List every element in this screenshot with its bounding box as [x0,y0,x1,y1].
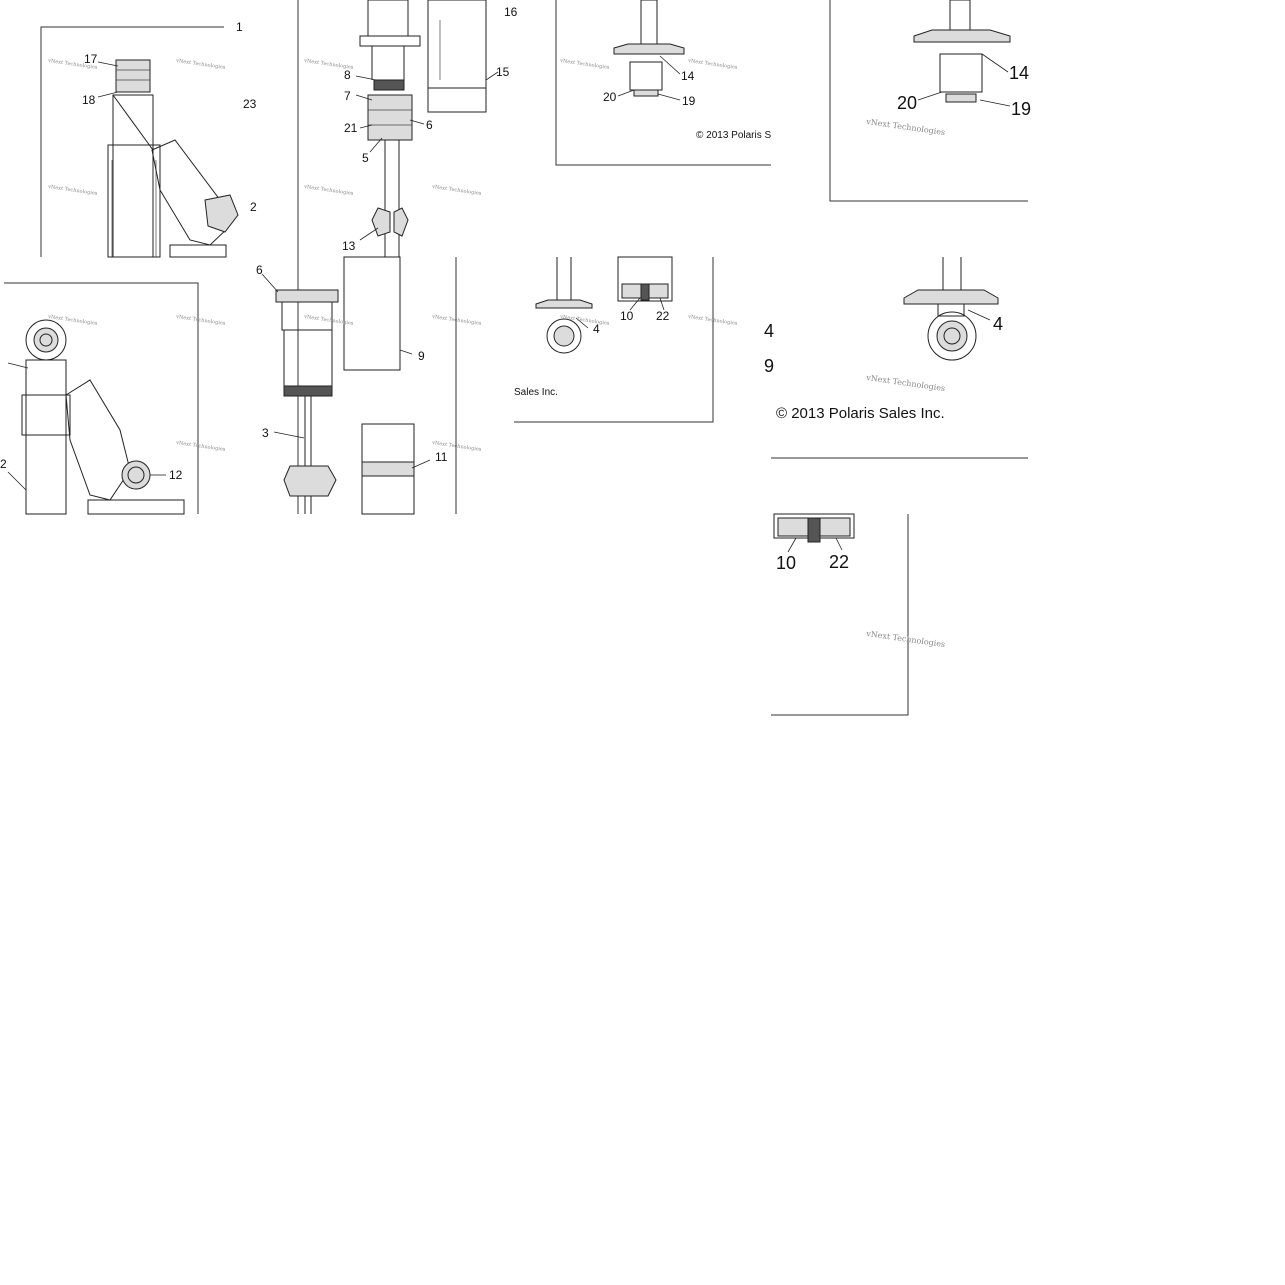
watermark-text: vNext Technologies [175,58,226,71]
callout-14-large: 14 [1009,63,1029,83]
callout-19-large: 19 [1011,99,1031,119]
callout-6-lower: 6 [256,263,263,277]
callout-7: 7 [344,89,351,103]
tile-top-mount-small [555,0,771,166]
callout-22-large: 22 [829,552,849,572]
callout-17: 17 [84,52,98,66]
callout-23: 23 [243,97,257,111]
watermark-text: vNext Technologies [47,184,98,197]
callout-4-large: 4 [993,314,1003,334]
copyright-large: © 2013 Polaris Sales Inc. [776,405,945,422]
callout-1: 1 [236,20,243,34]
callout-labels: 1 17 18 23 2 16 15 8 7 21 6 5 13 14 20 1… [0,5,1031,573]
tile-shock-lower-left [4,282,199,515]
callout-8: 8 [344,68,351,82]
callout-14: 14 [681,69,695,83]
callout-3: 3 [262,426,269,440]
copyright-fragment: Sales Inc. [514,387,558,398]
watermark-text: vNext Technologies [175,314,226,327]
tile-eyelet-small [514,256,714,423]
callout-14-partial: 4 [764,321,774,341]
tile-damper-exploded [297,0,487,258]
watermark-text: vNext Technologies [865,373,946,393]
callout-9: 9 [418,349,425,363]
tile-top-mount-large [829,0,1028,202]
callout-6: 6 [426,118,433,132]
watermark-text: vNext Technologies [303,314,354,327]
callout-10-large: 10 [776,553,796,573]
watermark-text: vNext Technologies [47,314,98,327]
watermarks: vNext Technologies vNext Technologies vN… [47,58,946,649]
callout-22-small: 22 [656,309,670,323]
callout-10-small: 10 [620,309,634,323]
watermark-text: vNext Technologies [431,184,482,197]
watermark-text: vNext Technologies [865,629,946,649]
callout-20: 20 [603,90,617,104]
callout-19: 19 [682,94,696,108]
callout-21: 21 [344,121,358,135]
callout-9-partial: 9 [764,356,774,376]
tile-shock-upper-left [40,26,239,258]
watermark-text: vNext Technologies [303,184,354,197]
copyright-small: © 2013 Polaris S [696,130,772,141]
tile-eyelet-large [771,257,1028,459]
tile-spring-and-reservoir [275,256,457,515]
watermark-text: vNext Technologies [687,58,738,71]
callout-12: 12 [169,468,183,482]
watermark-text: vNext Technologies [687,314,738,327]
watermark-text: vNext Technologies [559,58,610,71]
callout-5: 5 [362,151,369,165]
callout-4-small: 4 [593,322,600,336]
callout-15: 15 [496,65,510,79]
callout-20-large: 20 [897,93,917,113]
callout-13: 13 [342,239,356,253]
tile-valve-large [771,513,909,716]
callout-18: 18 [82,93,96,107]
watermark-text: vNext Technologies [175,440,226,453]
callout-12-partial: 2 [0,457,7,471]
callout-2: 2 [250,200,257,214]
watermark-text: vNext Technologies [865,117,946,137]
callout-16: 16 [504,5,518,19]
leader-lines [7,53,1011,553]
callout-11: 11 [435,450,448,464]
